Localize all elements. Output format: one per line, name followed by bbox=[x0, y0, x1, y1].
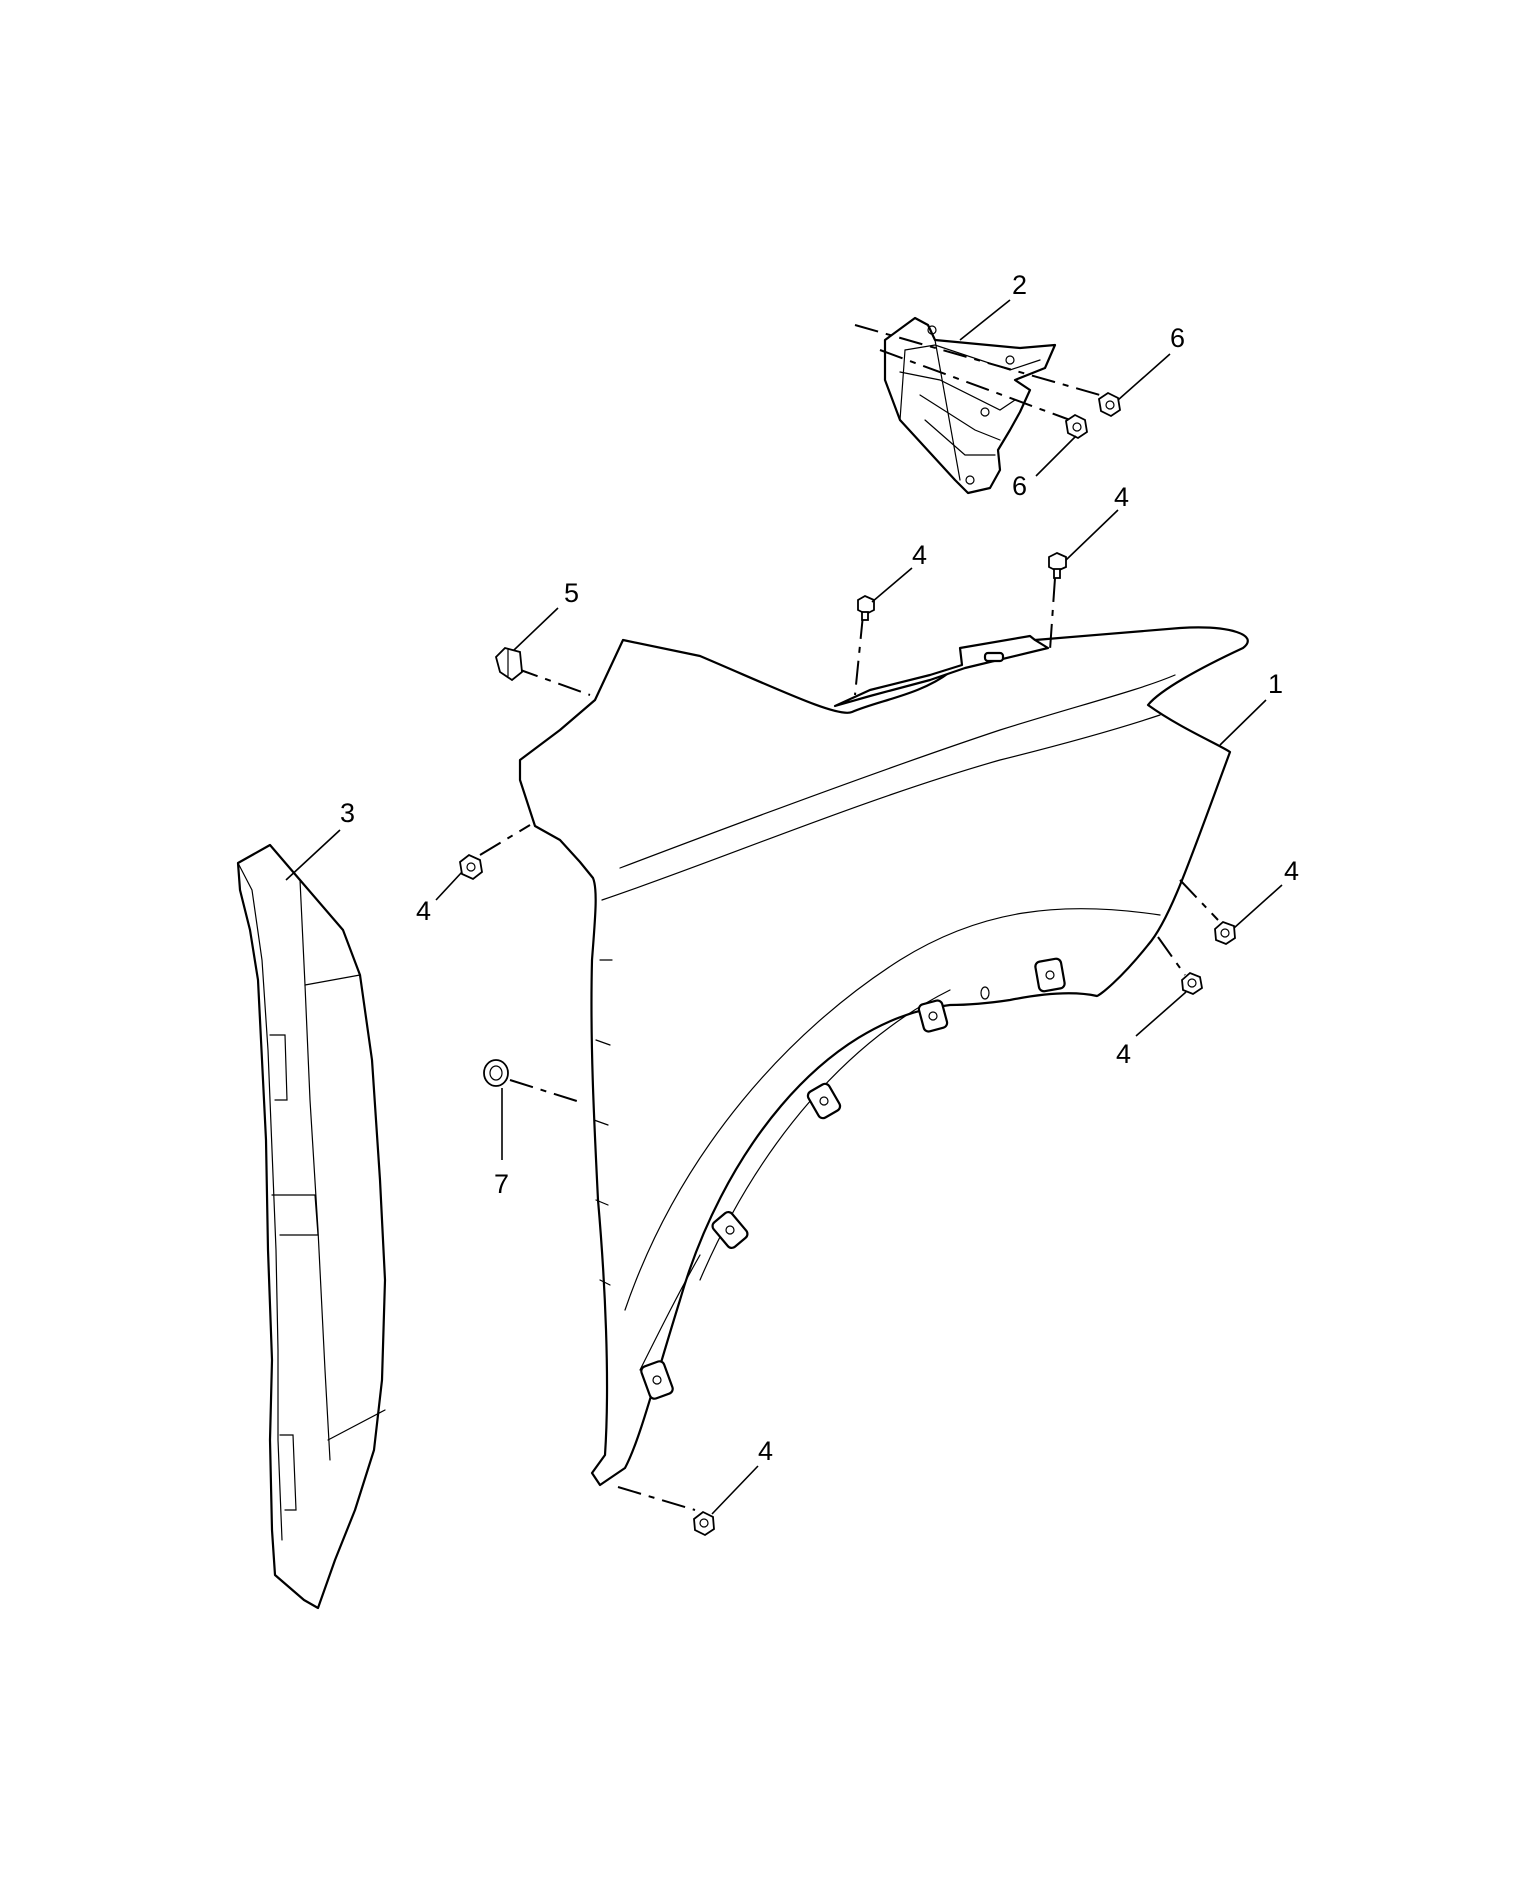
bolt-fastener-right-b[interactable] bbox=[1181, 971, 1203, 996]
leader-1 bbox=[1219, 699, 1267, 746]
callout-4-bottom: 4 bbox=[758, 1436, 773, 1466]
bolt-fastener-top-b[interactable] bbox=[1048, 552, 1067, 579]
assembly-line-bolt-top-a bbox=[854, 614, 864, 696]
callout-4-left: 4 bbox=[416, 896, 431, 926]
callout-4-top-middle: 4 bbox=[912, 540, 927, 570]
bolt-fastener-right-a[interactable] bbox=[1214, 920, 1236, 946]
callout-7: 7 bbox=[494, 1169, 509, 1199]
callout-4-right-lower: 4 bbox=[1116, 1039, 1131, 1069]
assembly-line-bolt-top-b bbox=[1049, 577, 1056, 651]
seal-part[interactable] bbox=[236, 843, 387, 1610]
callout-2: 2 bbox=[1012, 270, 1027, 300]
leader-5 bbox=[513, 607, 559, 651]
arch-pocket-3 bbox=[806, 1082, 842, 1120]
bracket-part[interactable] bbox=[883, 316, 1057, 495]
assembly-line-bolt-left bbox=[479, 824, 531, 856]
leader-6a bbox=[1117, 353, 1171, 401]
nut-fastener-a[interactable] bbox=[1098, 391, 1121, 418]
callout-4-top-right: 4 bbox=[1114, 482, 1129, 512]
bolt-fastener-top-a[interactable] bbox=[857, 594, 875, 621]
callout-1: 1 bbox=[1268, 669, 1283, 699]
assembly-line-bolt-right-a bbox=[1179, 879, 1219, 921]
clip-fastener[interactable] bbox=[494, 646, 523, 682]
assembly-line-bolt-right-b bbox=[1157, 936, 1186, 976]
leader-4f bbox=[711, 1465, 759, 1515]
callout-6-lower: 6 bbox=[1012, 471, 1027, 501]
assembly-line-clip bbox=[514, 667, 591, 696]
nut-fastener-b[interactable] bbox=[1065, 413, 1088, 440]
assembly-line-grommet bbox=[509, 1079, 581, 1103]
grommet-fastener[interactable] bbox=[483, 1059, 509, 1087]
callout-6-upper: 6 bbox=[1170, 323, 1185, 353]
leader-6b bbox=[1035, 435, 1077, 477]
leader-4c bbox=[435, 871, 463, 901]
leader-2 bbox=[959, 299, 1011, 341]
arch-pocket-5 bbox=[640, 1360, 674, 1400]
callout-3: 3 bbox=[340, 798, 355, 828]
assembly-line-bolt-bottom bbox=[617, 1486, 696, 1511]
leader-4a bbox=[1065, 509, 1119, 561]
arch-pocket-1 bbox=[1034, 957, 1066, 993]
fender-part[interactable] bbox=[518, 626, 1249, 1487]
bolt-fastener-bottom[interactable] bbox=[693, 1510, 715, 1537]
callout-5: 5 bbox=[564, 578, 579, 608]
assembly-line-bracket-lower bbox=[879, 349, 1071, 421]
leader-4e bbox=[1135, 991, 1187, 1037]
leader-4b bbox=[871, 567, 913, 603]
assembly-line-bracket-upper bbox=[854, 324, 1101, 396]
bolt-fastener-left[interactable] bbox=[459, 853, 483, 881]
leader-4d bbox=[1233, 884, 1283, 929]
leader-3 bbox=[285, 829, 341, 881]
callout-4-right-upper: 4 bbox=[1284, 856, 1299, 886]
arch-pocket-4 bbox=[711, 1210, 749, 1250]
arch-pocket-2 bbox=[917, 999, 949, 1033]
